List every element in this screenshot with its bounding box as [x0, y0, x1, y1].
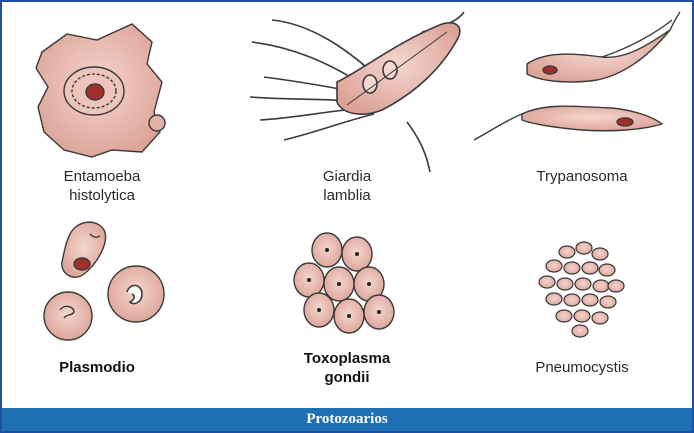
figure-caption: Protozoarios — [306, 411, 387, 427]
illustration-area: Entamoeba histolytica Giardia lamblia Tr… — [2, 2, 692, 408]
label-trypanosoma: Trypanosoma — [517, 167, 647, 186]
plasmodium-drawing — [44, 222, 164, 340]
toxoplasma-drawing — [294, 233, 394, 333]
label-giardia: Giardia lamblia — [297, 167, 397, 205]
protozoa-illustrations — [2, 2, 692, 408]
trypanosoma-drawing — [474, 12, 680, 140]
label-toxoplasma: Toxoplasma gondii — [292, 349, 402, 387]
caption-bar: Protozoarios — [2, 408, 692, 431]
label-plasmodio: Plasmodio — [42, 358, 152, 377]
giardia-drawing — [250, 12, 464, 172]
pneumocystis-drawing — [539, 242, 624, 337]
label-entamoeba: Entamoeba histolytica — [37, 167, 167, 205]
label-pneumocystis: Pneumocystis — [517, 358, 647, 377]
entamoeba-drawing — [36, 24, 165, 157]
